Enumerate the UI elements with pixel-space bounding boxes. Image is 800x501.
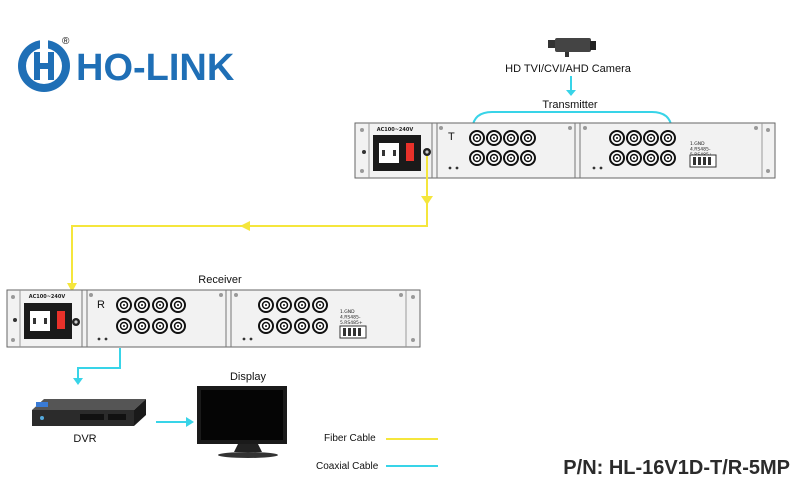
bnc-connector-icon — [276, 297, 292, 313]
bnc-connector-icon — [152, 297, 168, 313]
logo-registered-mark: ® — [62, 36, 70, 47]
part-number: P/N: HL-16V1D-T/R-5MP — [563, 457, 790, 479]
bnc-connector-icon — [294, 318, 310, 334]
bnc-connector-icon — [643, 150, 659, 166]
legend-coax-label: Coaxial Cable — [316, 461, 379, 472]
receiver-unit-letter: R — [97, 299, 105, 311]
receiver-bnc-group-1 — [116, 297, 186, 334]
transmitter-unit-letter: T — [448, 131, 455, 143]
logo-text: HO-LINK — [76, 47, 235, 89]
transmitter-label: Transmitter — [542, 99, 598, 111]
receiver-terminal-block-icon — [339, 325, 367, 339]
transmitter-coax-loop — [471, 111, 673, 133]
bnc-connector-icon — [469, 150, 485, 166]
bnc-connector-icon — [503, 130, 519, 146]
bnc-connector-icon — [486, 130, 502, 146]
bnc-connector-icon — [660, 130, 676, 146]
camera-icon — [548, 38, 596, 57]
bnc-connector-icon — [609, 150, 625, 166]
receiver-bnc-group-2 — [258, 297, 328, 334]
bnc-connector-icon — [152, 318, 168, 334]
receiver-power-socket-icon — [13, 303, 72, 339]
ho-link-logo: HO-LINK ® — [18, 36, 235, 92]
bnc-connector-icon — [626, 150, 642, 166]
bnc-connector-icon — [276, 318, 292, 334]
bnc-connector-icon — [469, 130, 485, 146]
receiver-status-leds — [97, 337, 253, 341]
bnc-connector-icon — [312, 297, 328, 313]
bnc-connector-icon — [258, 318, 274, 334]
camera-arrow-icon — [566, 90, 576, 96]
fiber-arrow-down-icon — [421, 196, 433, 205]
transmitter-power-label: AC100~240V — [377, 127, 414, 133]
display-label: Display — [230, 371, 267, 383]
bnc-connector-icon — [116, 318, 132, 334]
dvr-label: DVR — [73, 433, 96, 445]
fiber-arrow-icon — [240, 221, 250, 231]
bnc-connector-icon — [116, 297, 132, 313]
bnc-connector-icon — [609, 130, 625, 146]
bnc-connector-icon — [258, 297, 274, 313]
bnc-connector-icon — [134, 297, 150, 313]
bnc-connector-icon — [643, 130, 659, 146]
bnc-connector-icon — [626, 130, 642, 146]
fiber-arrow-rx-icon — [67, 283, 77, 292]
receiver-power-label: AC100~240V — [29, 294, 66, 300]
receiver-fiber-port-icon — [72, 318, 80, 326]
bnc-connector-icon — [520, 130, 536, 146]
dvr-arrow-icon — [73, 378, 83, 385]
dvr-icon — [32, 399, 146, 426]
bnc-connector-icon — [503, 150, 519, 166]
bnc-connector-icon — [312, 318, 328, 334]
display-arrow-icon — [186, 417, 194, 427]
camera-label: HD TVI/CVI/AHD Camera — [505, 63, 632, 75]
transmitter-power-socket-icon — [362, 135, 421, 171]
bnc-connector-icon — [134, 318, 150, 334]
transmitter-terminal-block-icon — [689, 154, 717, 168]
legend-fiber-label: Fiber Cable — [324, 433, 376, 444]
bnc-connector-icon — [294, 297, 310, 313]
transmitter-bnc-group-2 — [609, 130, 676, 166]
receiver-label: Receiver — [198, 274, 242, 286]
transmitter-status-leds — [448, 166, 603, 170]
bnc-connector-icon — [170, 318, 186, 334]
bnc-connector-icon — [520, 150, 536, 166]
receiver-dvr-coax-link — [77, 348, 121, 380]
display-monitor-icon — [197, 386, 287, 458]
bnc-connector-icon — [660, 150, 676, 166]
bnc-connector-icon — [170, 297, 186, 313]
bnc-connector-icon — [486, 150, 502, 166]
transmitter-bnc-group-1 — [469, 130, 536, 166]
transmitter-fiber-port-icon — [423, 148, 431, 156]
